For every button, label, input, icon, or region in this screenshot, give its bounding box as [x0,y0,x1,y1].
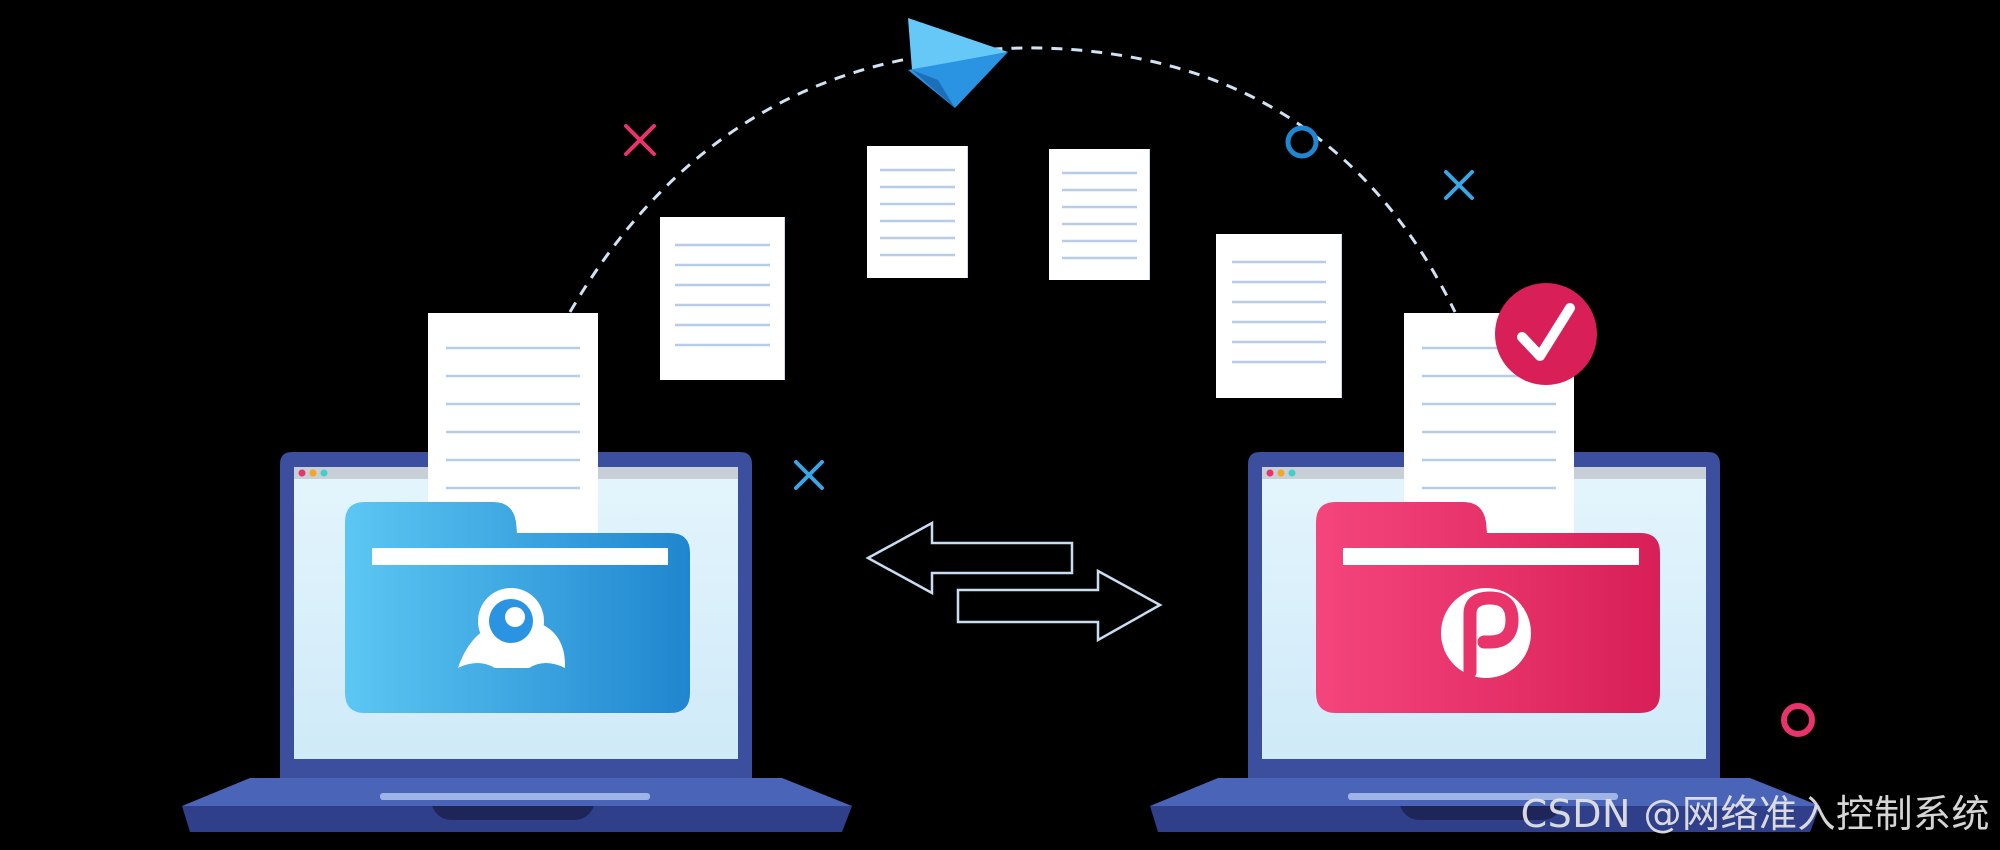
p-logo-icon [1441,588,1531,679]
flying-document-3 [1049,149,1150,280]
eye-bot-logo-icon [458,588,566,668]
ring-mark-pink [1781,703,1815,737]
cross-mark-blue-2 [1444,170,1474,200]
cross-mark-pink [624,124,656,156]
source-folder [345,502,690,713]
check-badge [1495,283,1597,385]
swap-arrows-icon [865,520,1163,643]
target-folder [1316,502,1660,713]
transfer-arc [568,46,1457,313]
watermark-text: CSDN @网络准入控制系统 [1520,792,1990,836]
flying-document-2 [867,146,968,278]
check-icon [1517,303,1575,361]
cross-mark-blue-1 [794,460,824,490]
flying-document-1 [660,217,785,380]
flying-document-4 [1216,234,1342,398]
paper-plane-icon [908,18,1008,108]
ring-mark-blue [1285,125,1319,159]
